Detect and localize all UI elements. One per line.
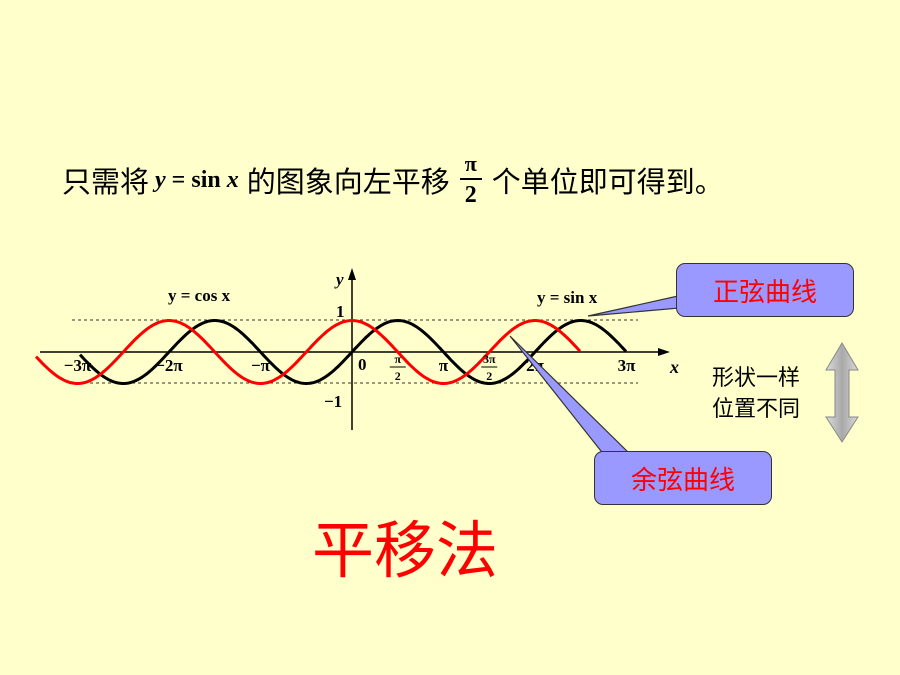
sine-callout: 正弦曲线 bbox=[676, 263, 854, 317]
fraction-numerator: π bbox=[464, 151, 477, 176]
y-axis-arrowhead bbox=[348, 268, 356, 280]
x-frac-tick-denominator: 2 bbox=[395, 369, 401, 383]
sentence-after: 个单位即可得到。 bbox=[491, 165, 724, 199]
cosine-curve bbox=[34, 318, 582, 385]
formula-eq: = sin bbox=[165, 166, 227, 193]
instruction-sentence: 只需将 y = sin x 的图象向左平移 π 2 个单位即可得到。 bbox=[62, 140, 724, 220]
cosine-callout-label: 余弦曲线 bbox=[630, 465, 735, 496]
x-frac-tick-numerator: 3π bbox=[483, 352, 496, 366]
note-line-1: 形状一样 bbox=[712, 366, 801, 391]
x-tick-label: −π bbox=[251, 356, 271, 375]
x-frac-tick-denominator: 2 bbox=[486, 369, 492, 383]
y-tick-neg1: −1 bbox=[324, 392, 342, 411]
fraction-denominator: 2 bbox=[464, 182, 477, 208]
comparison-note: 形状一样 位置不同 bbox=[712, 363, 822, 425]
origin-label: 0 bbox=[358, 355, 367, 374]
x-tick-label: 3π bbox=[618, 356, 637, 375]
sentence-middle: 的图象向左平移 bbox=[246, 165, 450, 199]
x-axis-arrowhead bbox=[658, 348, 670, 356]
double-arrow-icon bbox=[825, 342, 859, 443]
sine-callout-label: 正弦曲线 bbox=[712, 277, 817, 308]
y-tick-1: 1 bbox=[336, 302, 345, 321]
sine-curve bbox=[78, 318, 628, 386]
sin-curve-label: y = sin x bbox=[537, 288, 598, 307]
x-axis-label: x bbox=[669, 357, 679, 377]
sentence-before: 只需将 bbox=[62, 165, 150, 199]
sin-formula: y = sin x bbox=[155, 167, 239, 194]
formula-x: x bbox=[226, 166, 239, 193]
method-title: 平移法 bbox=[312, 514, 499, 587]
cosine-callout: 余弦曲线 bbox=[594, 451, 772, 505]
note-line-2: 位置不同 bbox=[712, 397, 801, 422]
x-tick-label: π bbox=[439, 356, 449, 375]
formula-y: y bbox=[155, 166, 166, 193]
x-tick-label: −3π bbox=[64, 356, 92, 375]
cos-curve-label: y = cos x bbox=[168, 286, 231, 305]
x-frac-tick-numerator: π bbox=[394, 352, 401, 366]
fraction-bar bbox=[459, 178, 482, 180]
sine-callout-pointer bbox=[587, 295, 681, 317]
x-tick-label: −2π bbox=[155, 356, 183, 375]
y-axis-label: y bbox=[334, 270, 344, 289]
pi-over-two-fraction: π 2 bbox=[459, 151, 482, 208]
